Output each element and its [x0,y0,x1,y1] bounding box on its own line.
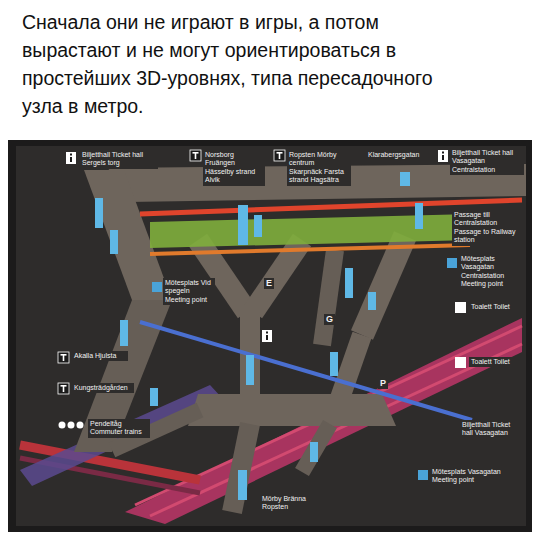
map-label: Toalett Toilet [469,302,513,312]
metro-icon [58,383,69,394]
photo-frame [8,140,532,532]
map-label: Norsborg Fruängen Hässelby strand Alvik [203,150,265,186]
meme-caption: Сначала они не играют в игры, а потом вы… [22,8,477,120]
area-letter: G [324,314,335,325]
corridor [74,164,526,512]
map-label: Biljetthall Ticket hall Sergels torg [80,150,158,169]
metro-icon [63,354,65,361]
escalator [95,172,423,500]
service-icon [447,258,457,268]
platform-lines [140,322,472,420]
info-icon [262,330,272,342]
corridor [302,424,330,472]
map-label: Passage till Centralstation Passage to R… [452,210,524,246]
metro-icon [279,152,281,159]
info-icon [66,152,76,164]
escalator [120,320,128,346]
map-label: Akalla Hjulsta [72,351,128,361]
service-icon [68,422,75,429]
service-icon [455,357,466,368]
photo-frame [16,146,526,526]
escalator [400,172,410,186]
track-band [20,318,522,524]
corridor [362,236,405,335]
escalator [254,215,262,237]
map-label: Biljetthall Ticket hall Vasagatan Centra… [450,148,524,175]
escalator [150,388,158,406]
platform-lines [150,245,470,254]
escalator [368,292,376,310]
escalator [246,355,254,385]
metro-icon [58,150,285,394]
corridor [232,424,250,512]
info-icon [442,155,444,160]
info-icon [70,154,72,156]
area-letter: E [264,278,274,289]
info-icon [266,335,268,340]
map-label: Mötesplats Vid spegeln Meeting point [163,278,215,305]
map-label: Mörby Bränna Ropsten [260,494,314,513]
escalator [345,268,353,298]
map-label: Ropsten Mörby centrum Skarpnäck Farsta s… [287,150,351,186]
corridor [188,394,396,426]
map-label: Toalett Toilet [469,357,513,367]
map-label: Pendeltåg Commuter trains [88,419,150,438]
metro-icon [190,150,201,161]
service-icon [59,258,467,480]
metro-icon [195,152,197,159]
escalator [95,198,103,228]
info-icon [70,157,72,162]
escalator [310,442,318,462]
service-icon [152,282,162,292]
info-icon [266,332,268,334]
escalator [238,205,248,245]
map-label: Klarabergsgatan [366,150,428,160]
escalator [238,470,247,500]
map-label: Biljetthall Ticket hall Vasagatan [460,420,524,439]
metro-icon [274,150,285,161]
platform-lines [150,214,472,248]
info-icon [442,152,444,154]
metro-icon [58,352,69,363]
escalator [110,230,118,254]
escalator [330,352,338,376]
corridor [322,250,335,345]
area-letter: P [378,378,388,389]
photo-frame [8,140,532,532]
metro-icon [63,385,65,392]
map-label: Kungsträdgården [72,383,134,393]
service-icon [77,422,84,429]
map-label: Mötesplats Vasagatan Centralstation Meet… [459,254,523,290]
map-label: Mötesplats Vasagatan Meeting point [430,467,504,486]
info-icon [438,150,448,162]
service-icon [418,470,428,480]
service-icon [59,422,66,429]
info-icon [66,150,448,342]
escalator [415,203,423,229]
service-icon [455,302,466,313]
